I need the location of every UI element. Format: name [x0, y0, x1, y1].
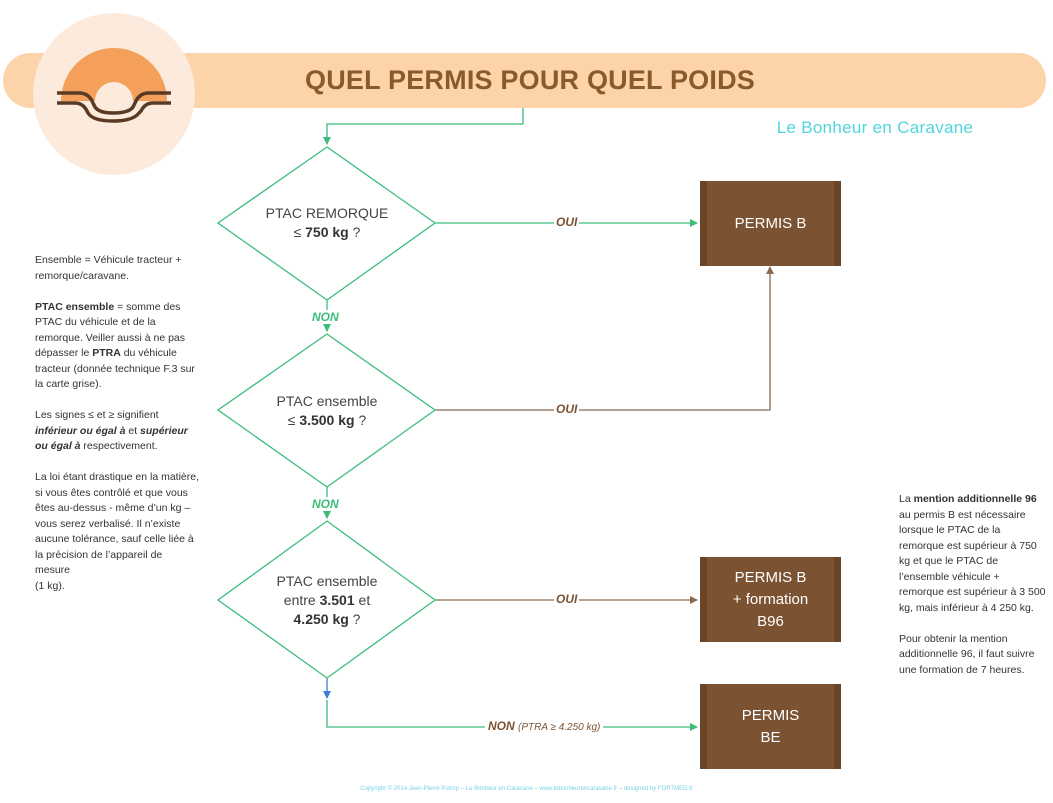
connector-oui-2 [435, 266, 774, 411]
connector-start [323, 108, 524, 145]
label-non-3: NON (PTRA ≥ 4.250 kg) [485, 719, 604, 733]
logo-icon [57, 48, 171, 123]
decision-1-text: PTAC REMORQUE ≤ 750 kg ? [265, 205, 389, 240]
result-permis-b96: PERMIS B + formation B96 [700, 557, 841, 642]
label-non-2: NON [310, 497, 341, 511]
copyright-footer: Copyright © 2014 Jean-Pierre Potrop – Le… [360, 786, 693, 792]
decision-diamond-3 [216, 520, 437, 679]
decision-2-text: PTAC ensemble ≤ 3.500 kg ? [276, 393, 378, 428]
label-oui-2: OUI [554, 402, 580, 416]
label-oui-3: OUI [554, 592, 580, 606]
decision-3-text: PTAC ensemble entre 3.501 et 4.250 kg ? [276, 573, 378, 627]
result-permis-be: PERMIS BE [700, 684, 841, 769]
brand-name: Le Bonheur en Caravane [776, 118, 974, 137]
page-title: QUEL PERMIS POUR QUEL POIDS [305, 65, 755, 95]
decision-diamond-2 [216, 333, 437, 488]
left-explanation-note: Ensemble = Véhicule tracteur + remorque/… [35, 254, 200, 592]
label-oui-1: OUI [554, 215, 580, 229]
right-explanation-note: La mention additionnelle 96 au permis B … [899, 493, 1046, 676]
decision-diamond-1 [216, 146, 437, 301]
result-permis-b: PERMIS B [700, 181, 841, 266]
label-non-1: NON [310, 310, 341, 324]
